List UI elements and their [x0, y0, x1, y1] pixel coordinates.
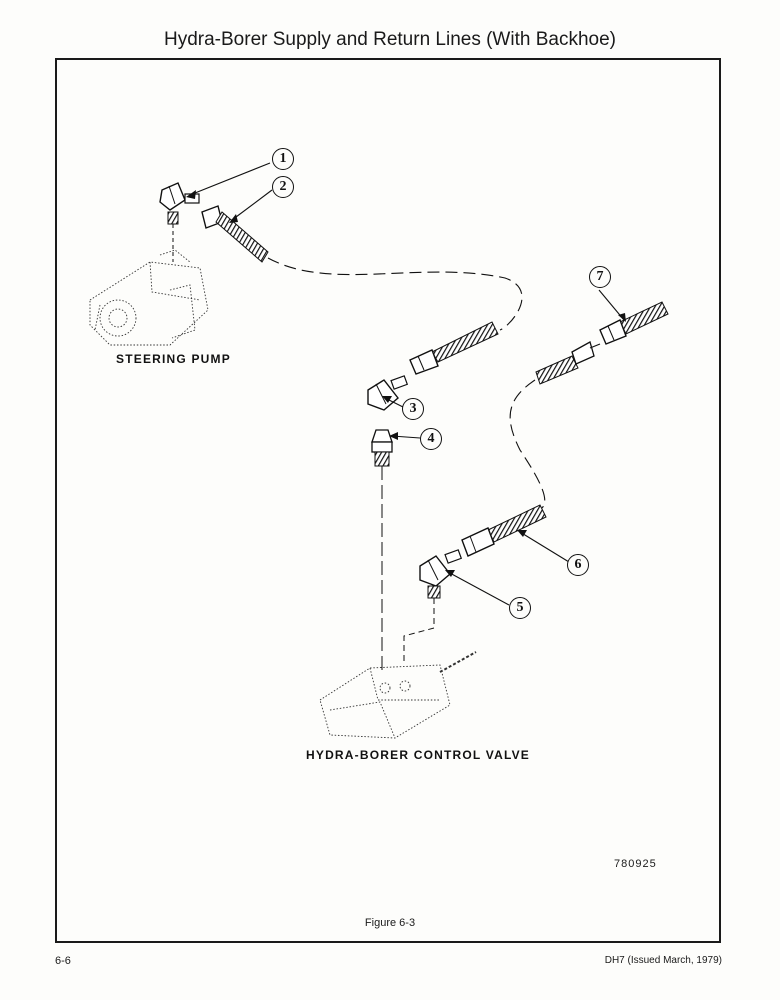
hose-return-upper	[535, 341, 601, 385]
hose-6	[461, 504, 547, 557]
callout-5: 5	[509, 597, 531, 619]
fitting-7	[599, 301, 669, 345]
steering-pump-drawing	[89, 249, 209, 346]
callout-arrowheads	[186, 190, 626, 577]
control-valve-drawing	[319, 651, 477, 739]
supply-line	[267, 257, 523, 331]
callout-6: 6	[567, 554, 589, 576]
callout-3: 3	[402, 398, 424, 420]
elbow-fitting-5	[403, 549, 463, 665]
figure-caption: Figure 6-3	[364, 917, 416, 929]
callout-1: 1	[272, 148, 294, 170]
page-title: Hydra-Borer Supply and Return Lines (Wit…	[164, 29, 616, 50]
control-valve-label: HYDRA-BORER CONTROL VALVE	[306, 748, 531, 762]
callout-7: 7	[589, 266, 611, 288]
callout-2: 2	[272, 176, 294, 198]
figure-frame	[55, 58, 721, 943]
steering-pump-label: STEERING PUMP	[116, 352, 231, 366]
hose-supply-lower	[409, 321, 499, 375]
drawing-number: 780925	[614, 858, 657, 870]
page-number: 6-6	[55, 955, 71, 967]
adapter-4	[371, 429, 393, 670]
document-reference: DH7 (Issued March, 1979)	[604, 955, 722, 966]
hose-2	[201, 205, 269, 263]
elbow-fitting-3	[367, 375, 409, 411]
elbow-fitting-1	[159, 182, 200, 262]
return-line	[509, 379, 546, 509]
callout-4: 4	[420, 428, 442, 450]
